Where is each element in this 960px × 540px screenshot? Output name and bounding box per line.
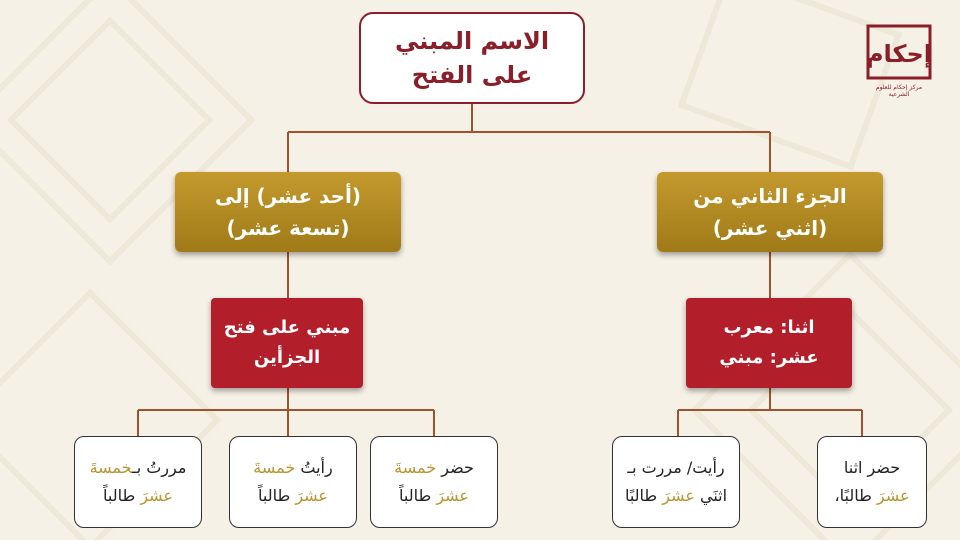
example-text: طالباً <box>399 486 437 505</box>
left-rule-line-2: الجزأين <box>253 347 321 368</box>
example-node: حضر اثنا عشرَ طالبًا، <box>817 436 927 528</box>
left-branch-title: (أحد عشر) إلى (تسعة عشر) <box>175 172 401 252</box>
logo: إحكام مركز إحكام للعلوم الشرعية <box>866 24 932 98</box>
left-rule-node: مبني على فتح الجزأين <box>211 298 363 388</box>
example-highlight: خمسةَ <box>89 458 133 477</box>
example-node: مررتُ بـخمسةَ عشرَ طالباً <box>74 436 202 528</box>
right-title-line-2: (اثني عشر) <box>712 216 828 240</box>
example-text: رأيت/ مررت بـ <box>627 458 725 477</box>
example-text: رأيتُ <box>295 458 333 477</box>
example-node: رأيتُ خمسةَ عشرَ طالباً <box>229 436 357 528</box>
root-line-2: على الفتح <box>411 61 533 89</box>
example-node: رأيت/ مررت بـ اثنَي عشرَ طالبًا <box>612 436 740 528</box>
example-text: طالبًا <box>624 486 663 505</box>
example-text: طالبًا، <box>834 486 877 505</box>
logo-text: إحكام <box>866 40 932 68</box>
logo-subtitle: مركز إحكام للعلوم الشرعية <box>875 84 923 98</box>
right-title-line-1: الجزء الثاني من <box>693 184 847 208</box>
right-rule-line-1: اثنا: معرب <box>723 317 815 338</box>
example-highlight: عشرَ <box>436 486 469 505</box>
example-highlight: عشرَ <box>662 486 695 505</box>
example-node: حضر خمسةَ عشرَ طالباً <box>370 436 498 528</box>
example-highlight: عشرَ <box>876 486 910 505</box>
example-highlight: خمسةَ <box>394 458 437 477</box>
left-rule-line-1: مبني على فتح <box>223 317 351 338</box>
left-title-line-1: (أحد عشر) إلى <box>214 184 362 208</box>
right-rule-node: اثنا: معرب عشر: مبني <box>686 298 852 388</box>
right-rule-line-2: عشر: مبني <box>719 347 819 368</box>
example-text: اثنَي <box>694 486 728 505</box>
root-line-1: الاسم المبني <box>394 27 550 55</box>
logo-mark-icon: إحكام <box>866 24 932 80</box>
example-text: طالباً <box>103 486 141 505</box>
root-node: الاسم المبني على الفتح <box>359 12 585 104</box>
example-text: حضر <box>436 458 474 477</box>
example-highlight: عشرَ <box>295 486 328 505</box>
example-text: حضر اثنا <box>843 458 901 477</box>
right-branch-title: الجزء الثاني من (اثني عشر) <box>657 172 883 252</box>
left-title-line-2: (تسعة عشر) <box>226 216 350 240</box>
example-highlight: عشرَ <box>140 486 173 505</box>
example-highlight: خمسةَ <box>253 458 296 477</box>
example-text: طالباً <box>258 486 296 505</box>
example-text: مررتُ بـ <box>132 458 187 477</box>
